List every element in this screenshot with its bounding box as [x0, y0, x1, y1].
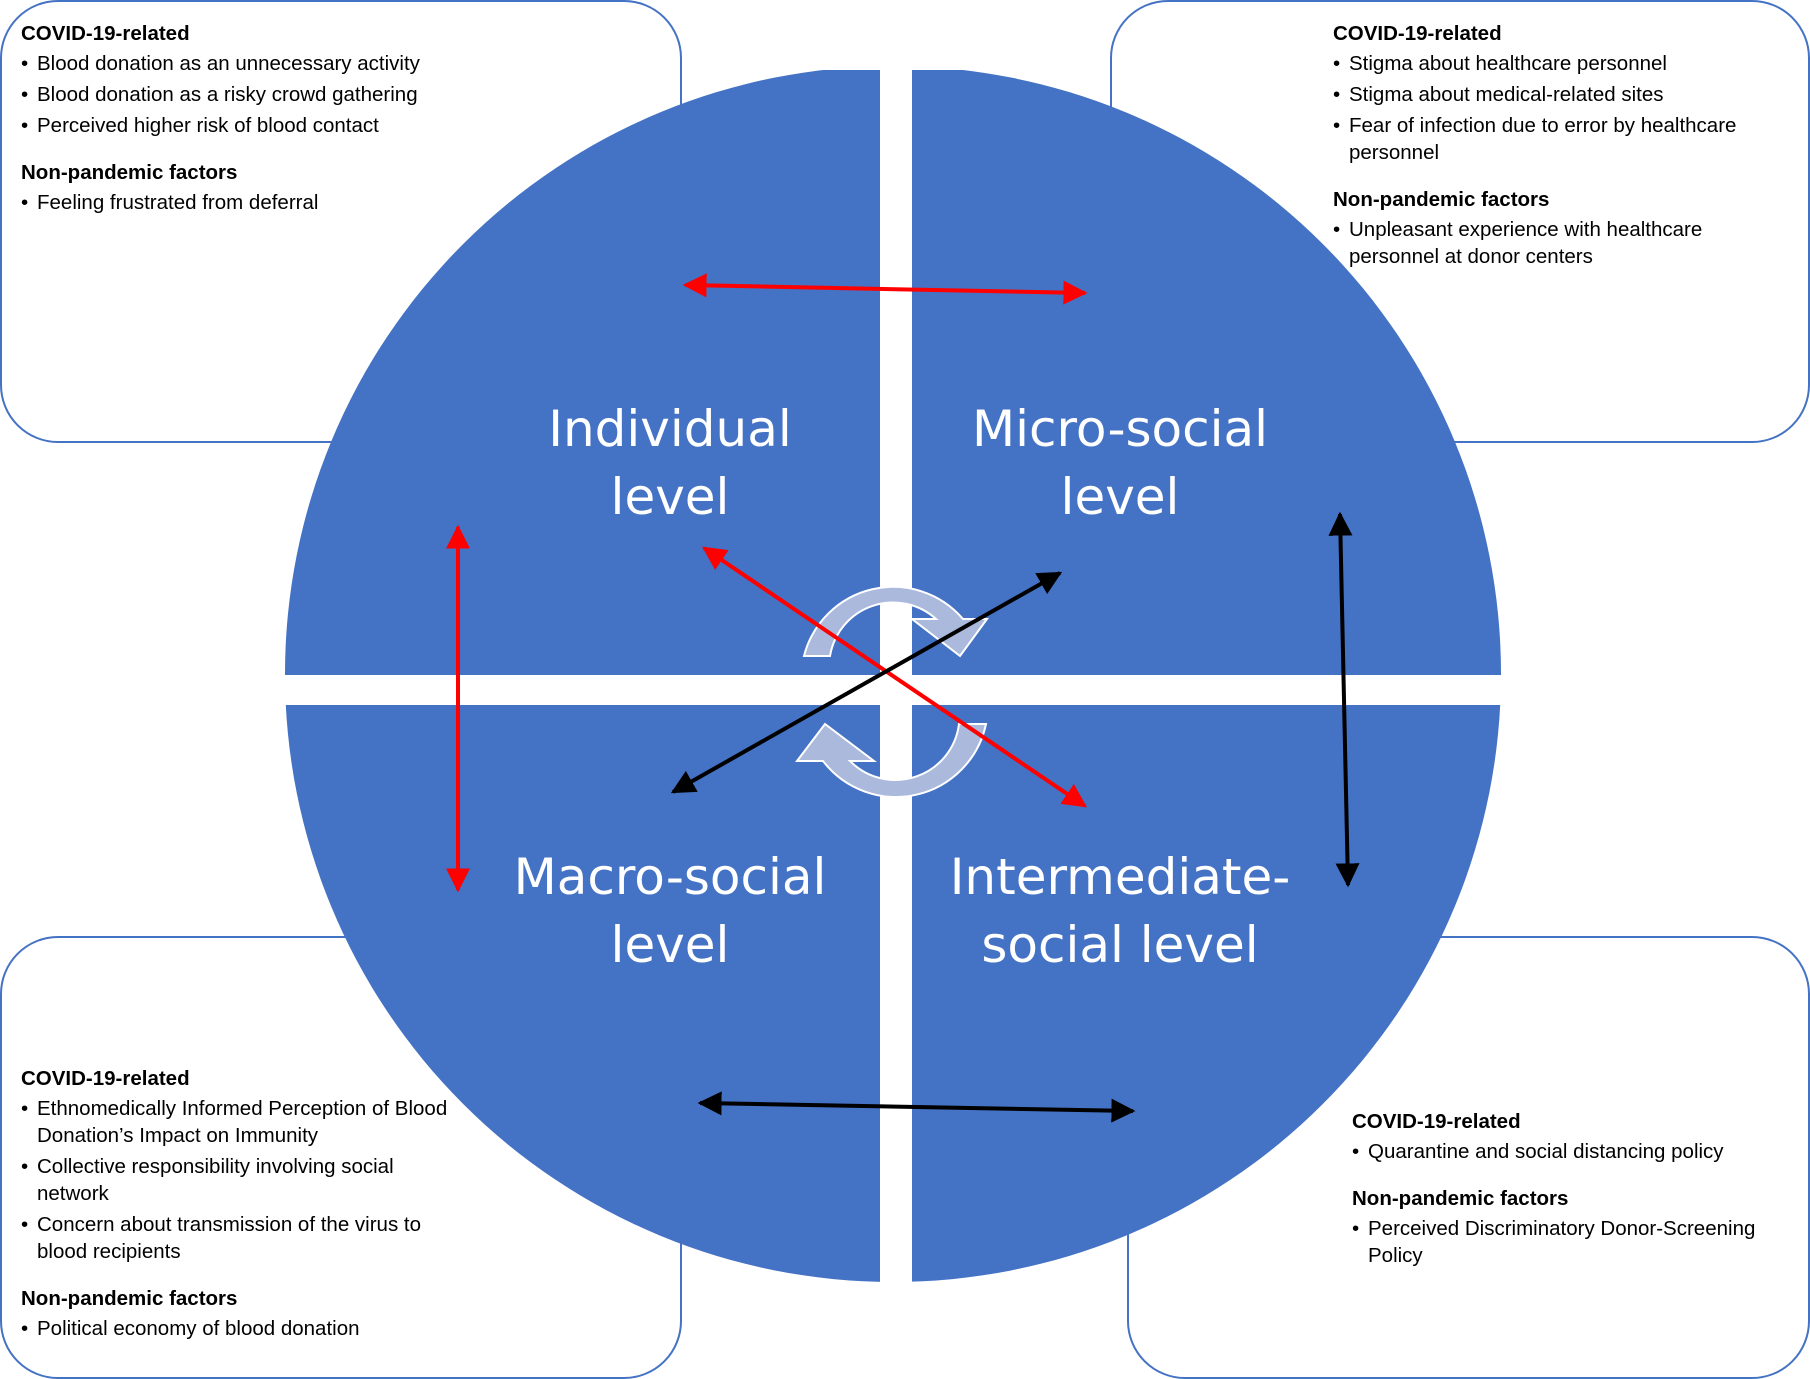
macro-social-level-line1: Macro-social — [513, 848, 827, 906]
list-item: Concern about transmission of the virus … — [21, 1211, 471, 1265]
intermediate-social-factors-text: COVID-19-related Quarantine and social d… — [1352, 1108, 1792, 1273]
individual-factors-text: COVID-19-related Blood donation as an un… — [21, 20, 501, 220]
individual-level-label: Individual level — [470, 395, 870, 531]
non-pandemic-list: Feeling frustrated from deferral — [21, 189, 501, 216]
list-item: Stigma about medical-related sites — [1333, 81, 1763, 108]
list-item: Stigma about healthcare personnel — [1333, 50, 1763, 77]
non-pandemic-heading: Non-pandemic factors — [21, 161, 238, 184]
macro-social-level-label: Macro-social level — [470, 843, 870, 979]
arrow-micro-intermediate — [1328, 511, 1360, 888]
list-item: Blood donation as an unnecessary activit… — [21, 50, 501, 77]
non-pandemic-heading: Non-pandemic factors — [1333, 188, 1550, 211]
individual-level-line1: Individual — [548, 400, 792, 458]
list-item: Fear of infection due to error by health… — [1333, 112, 1763, 166]
macro-social-level-line2: level — [610, 916, 730, 974]
covid-list: Ethnomedically Informed Perception of Bl… — [21, 1095, 471, 1265]
covid-heading: COVID-19-related — [21, 22, 190, 45]
list-item: Feeling frustrated from deferral — [21, 189, 501, 216]
intermediate-social-level-line1: Intermediate- — [949, 848, 1291, 906]
list-item: Collective responsibility involving soci… — [21, 1153, 471, 1207]
non-pandemic-list: Perceived Discriminatory Donor-Screening… — [1352, 1215, 1792, 1269]
micro-social-level-line2: level — [1060, 468, 1180, 526]
covid-heading: COVID-19-related — [1352, 1110, 1521, 1133]
micro-social-level-line1: Micro-social — [971, 400, 1269, 458]
non-pandemic-list: Political economy of blood donation — [21, 1315, 471, 1342]
non-pandemic-heading: Non-pandemic factors — [21, 1287, 238, 1310]
arrow-macro-intermediate — [697, 1091, 1136, 1123]
list-item: Perceived Discriminatory Donor-Screening… — [1352, 1215, 1792, 1269]
cycle-arrows-icon — [794, 585, 989, 798]
arrow-macro-micro — [670, 571, 1063, 794]
covid-list: Blood donation as an unnecessary activit… — [21, 50, 501, 139]
list-item: Perceived higher risk of blood contact — [21, 112, 501, 139]
list-item: Blood donation as a risky crowd gatherin… — [21, 81, 501, 108]
covid-heading: COVID-19-related — [1333, 22, 1502, 45]
list-item: Ethnomedically Informed Perception of Bl… — [21, 1095, 471, 1149]
covid-list: Quarantine and social distancing policy — [1352, 1138, 1792, 1165]
list-item: Quarantine and social distancing policy — [1352, 1138, 1792, 1165]
intermediate-social-level-line2: social level — [981, 916, 1259, 974]
micro-social-level-label: Micro-social level — [920, 395, 1320, 531]
non-pandemic-heading: Non-pandemic factors — [1352, 1187, 1569, 1210]
intermediate-social-level-label: Intermediate- social level — [900, 843, 1340, 979]
macro-social-factors-text: COVID-19-related Ethnomedically Informed… — [21, 1065, 471, 1346]
covid-list: Stigma about healthcare personnel Stigma… — [1333, 50, 1763, 166]
micro-social-factors-text: COVID-19-related Stigma about healthcare… — [1333, 20, 1763, 274]
list-item: Political economy of blood donation — [21, 1315, 471, 1342]
non-pandemic-list: Unpleasant experience with healthcare pe… — [1333, 216, 1763, 270]
list-item: Unpleasant experience with healthcare pe… — [1333, 216, 1763, 270]
arrow-individual-micro — [682, 273, 1088, 305]
individual-level-line2: level — [610, 468, 730, 526]
covid-heading: COVID-19-related — [21, 1067, 190, 1090]
